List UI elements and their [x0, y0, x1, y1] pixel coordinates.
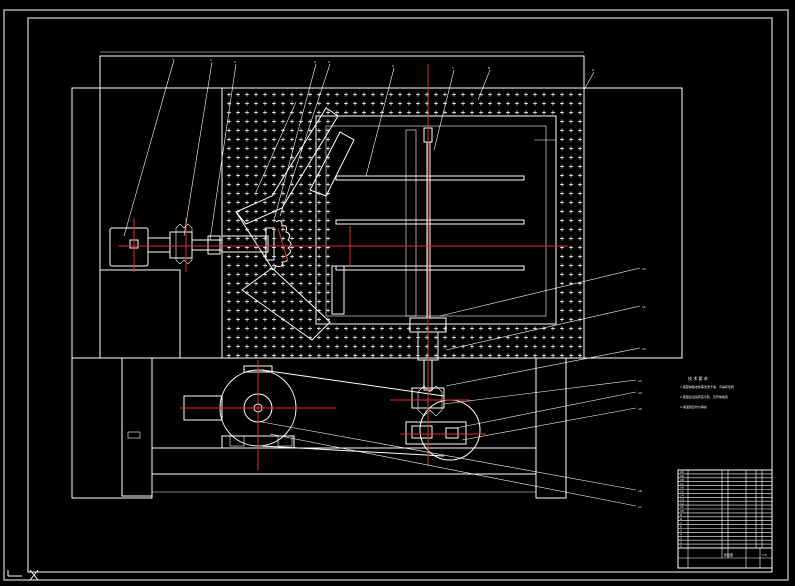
callout-9: 9 — [592, 68, 594, 72]
callout-17: 17 — [638, 505, 642, 509]
belt-drive — [261, 369, 481, 461]
parts-list-row-number: 18 — [680, 478, 684, 482]
technical-notes: 技 术 要 求 1.装配前各零件需清洗干净，不得有毛刺 2.装配后试运转应平稳，… — [680, 375, 734, 409]
parts-list-row-number: 13 — [680, 497, 684, 501]
notes-line-3: 3.保温层应均匀填充 — [680, 404, 707, 409]
notes-line-1: 1.装配前各零件需清洗干净，不得有毛刺 — [680, 384, 734, 389]
parts-list-row-number: 12 — [680, 501, 684, 505]
ucs-axis-icon — [7, 569, 39, 581]
callout-5: 5 — [328, 60, 330, 64]
title-block-labels: 装配图 1:5 — [724, 552, 767, 557]
callout-numbers: 1 2 3 4 5 6 7 8 9 10 11 12 13 14 15 16 1… — [172, 57, 646, 509]
inner-frame — [27, 17, 773, 573]
parts-list-row-number: 2 — [680, 540, 682, 544]
callout-12: 12 — [642, 347, 646, 351]
callout-13: 13 — [638, 379, 642, 383]
parts-list-row-number: 8 — [680, 517, 682, 521]
notes-title: 技 术 要 求 — [688, 375, 708, 381]
parts-list-row-number: 9 — [680, 513, 682, 517]
callout-1: 1 — [172, 57, 174, 61]
parts-list-row-number: 10 — [680, 509, 684, 513]
notes-line-2: 2.装配后试运转应平稳，无异常噪音 — [680, 394, 728, 399]
callout-8: 8 — [488, 66, 490, 70]
callout-10: 10 — [642, 267, 646, 271]
centerlines — [118, 64, 568, 470]
parts-list-row-number: 6 — [680, 525, 682, 529]
parts-list-row-number: 16 — [680, 486, 684, 490]
outer-frame — [3, 9, 789, 581]
housing — [71, 55, 683, 359]
callout-3: 3 — [234, 60, 236, 64]
parts-list-row-number: 5 — [680, 529, 682, 533]
leader-lines — [123, 59, 641, 507]
dimensions — [71, 51, 584, 493]
parts-list-row-number: 7 — [680, 521, 682, 525]
parts-list-row-number: 4 — [680, 533, 682, 537]
callout-16: 16 — [638, 489, 642, 493]
parts-list-row-number: 14 — [680, 494, 684, 498]
parts-list-row-number: 19 — [680, 474, 684, 478]
callout-11: 11 — [642, 305, 646, 309]
parts-list-row-number: 11 — [680, 505, 684, 509]
callout-14: 14 — [638, 391, 642, 395]
drawing-name: 装配图 — [724, 552, 733, 557]
parts-list-row-number: 20 — [680, 470, 684, 474]
parts-list-row-number: 17 — [680, 482, 684, 486]
callout-15: 15 — [638, 407, 642, 411]
callout-6: 6 — [392, 64, 394, 68]
parts-list-row-number: 3 — [680, 536, 682, 540]
parts-list-row-number: 1 — [680, 544, 682, 548]
motor-upper — [109, 227, 149, 267]
drawing-scale: 1:5 — [762, 553, 767, 557]
callout-4: 4 — [314, 60, 316, 64]
parts-list-row-number: 15 — [680, 490, 684, 494]
callout-2: 2 — [210, 58, 212, 62]
callout-7: 7 — [452, 66, 454, 70]
bevel-gear — [269, 220, 292, 271]
coupling — [169, 231, 193, 259]
